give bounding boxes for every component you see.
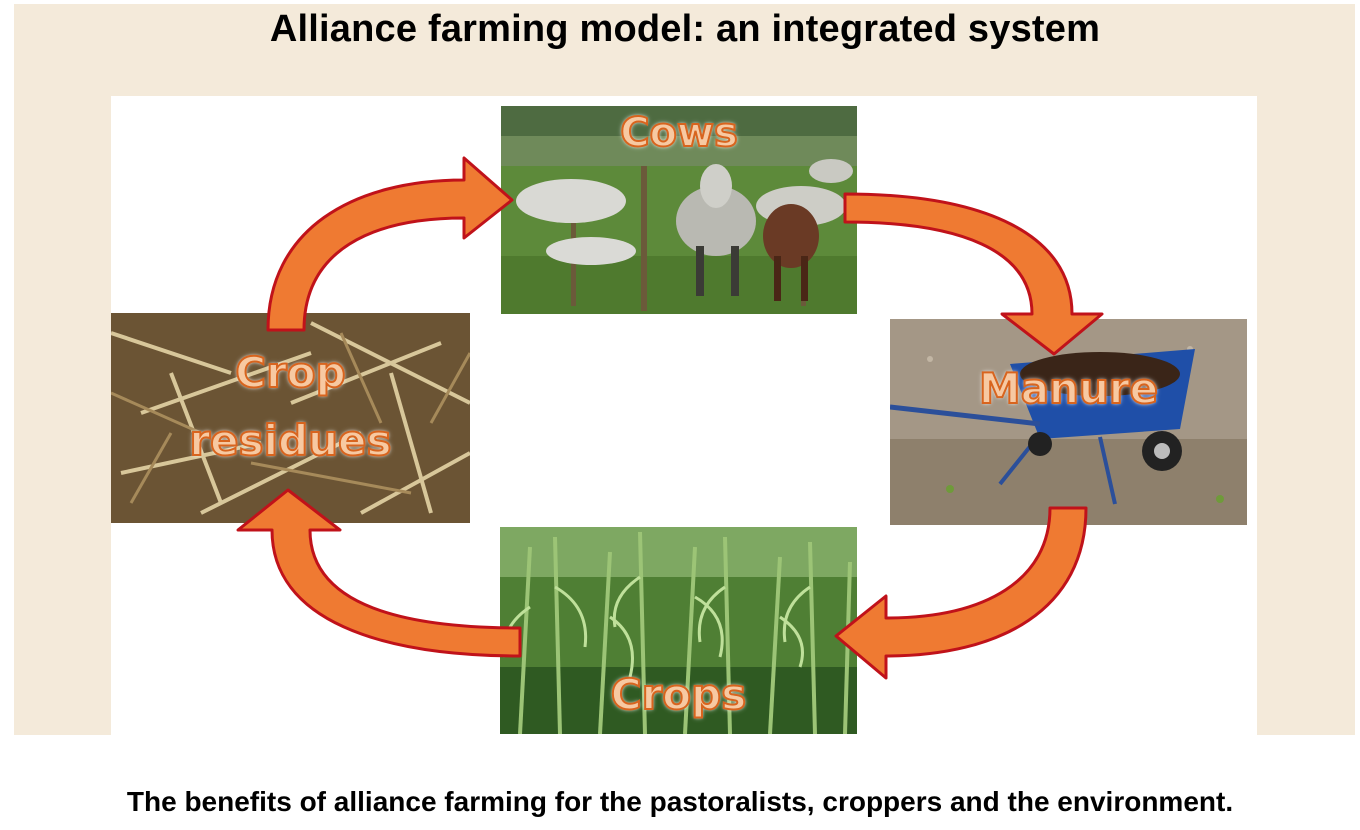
cattle-photo xyxy=(501,106,857,314)
cows-node: Cows xyxy=(501,106,857,314)
crop-residues-label-line1: Crop xyxy=(234,348,346,397)
manure-label: Manure xyxy=(978,364,1159,413)
wheelbarrow-photo xyxy=(890,319,1247,525)
slide-caption: The benefits of alliance farming for the… xyxy=(126,786,1234,817)
maize-photo xyxy=(500,527,857,734)
manure-node: Manure xyxy=(890,319,1247,525)
crop-residues-node: Crop residues xyxy=(111,313,470,523)
crop-residues-label-line2: residues xyxy=(188,416,392,465)
crop-residues-photo xyxy=(111,313,470,523)
cows-label: Cows xyxy=(619,110,739,156)
crops-label: Crops xyxy=(610,670,747,719)
slide-title: Alliance farming model: an integrated sy… xyxy=(269,8,1101,50)
crops-node: Crops xyxy=(500,527,857,734)
